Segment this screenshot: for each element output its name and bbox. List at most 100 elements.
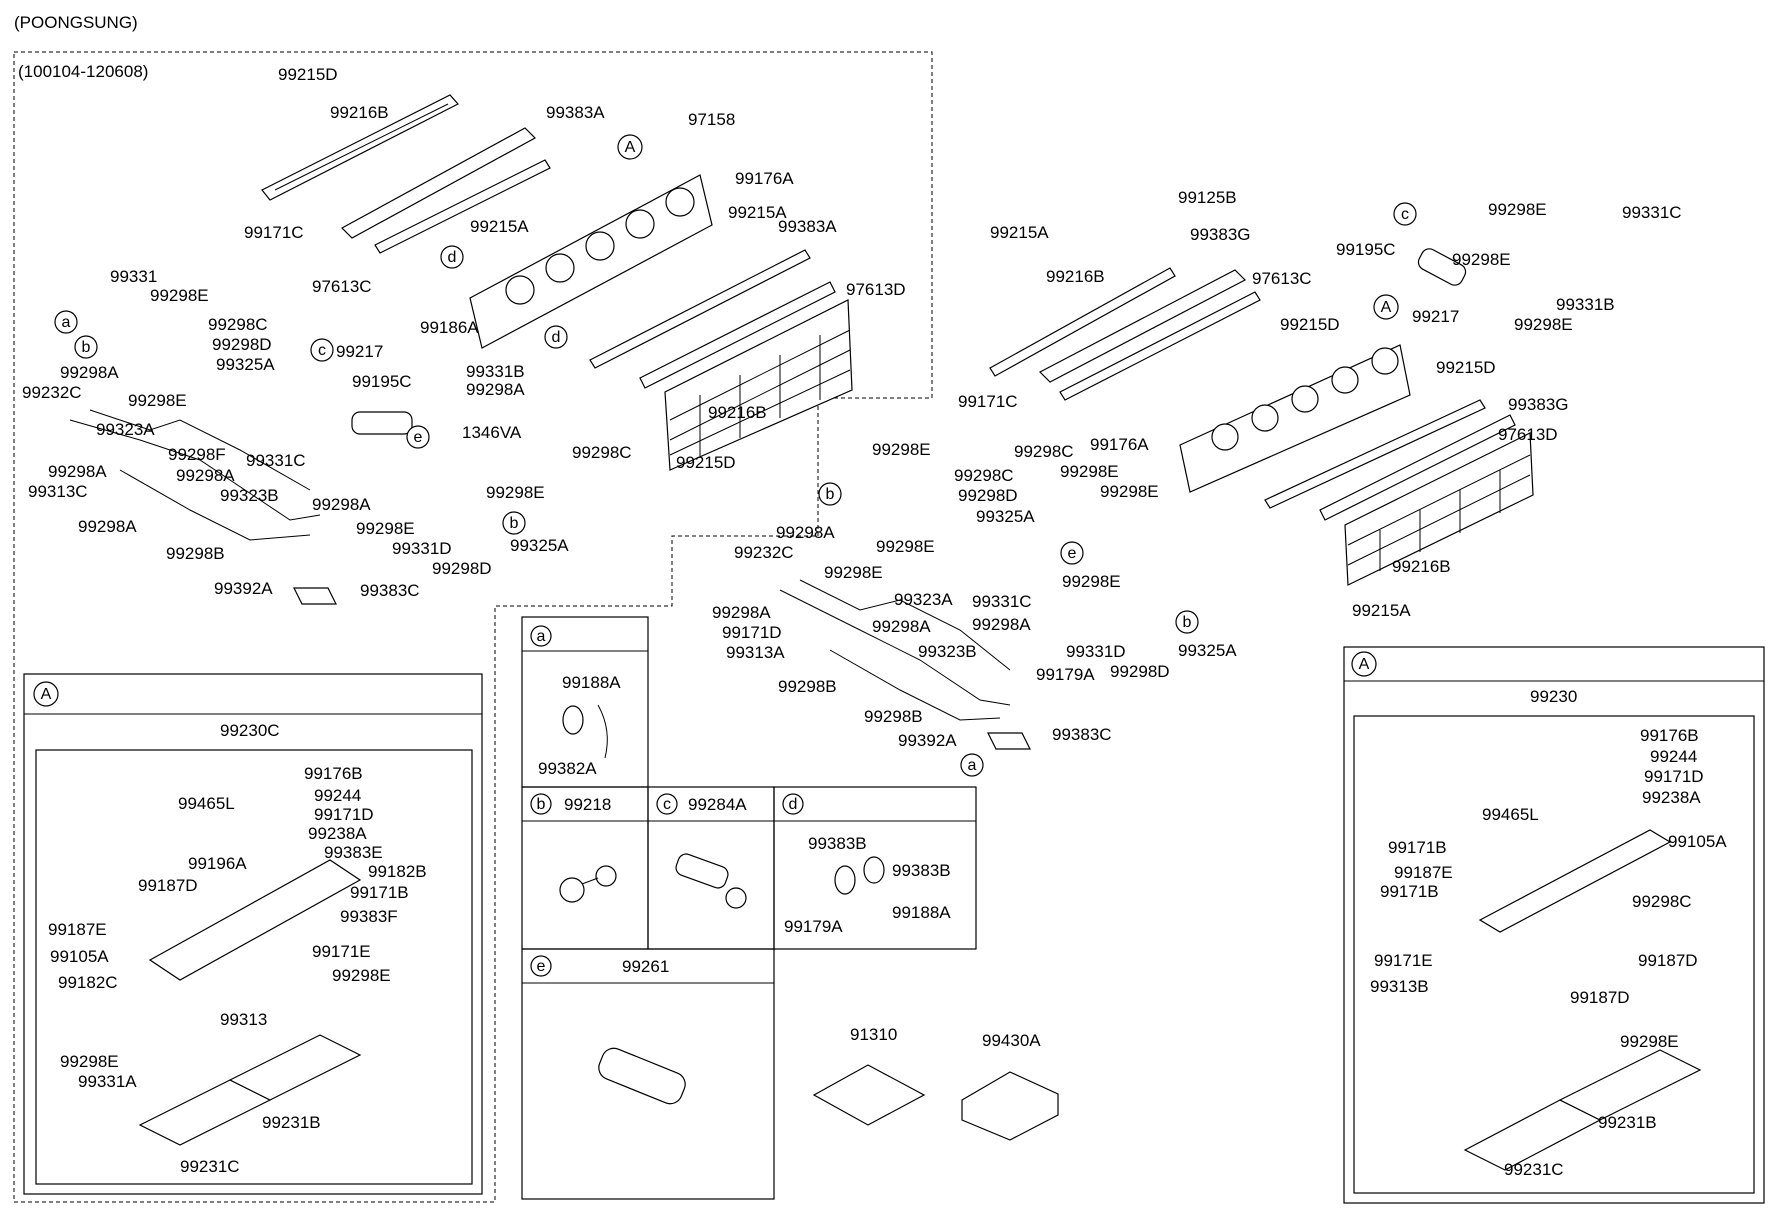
label: 99298D [212,335,272,354]
label: 99298A [972,615,1031,634]
label: 99313 [220,1010,267,1029]
callout-b [1175,610,1199,634]
left-callouts: a b c d d e b A [54,134,643,535]
label: 99383C [360,581,420,600]
right-labels: 99125B 99298E 99331C 99215A 99383G 99195… [712,188,1682,750]
label: 99216B [1046,267,1105,286]
label: 99383G [1508,395,1569,414]
callout-c [310,338,334,362]
label: 99325A [216,355,275,374]
label: 99298E [150,286,209,305]
label: 99216B [708,403,767,422]
label: 99298B [864,707,923,726]
label: 99383A [778,217,837,236]
right-grille [1344,432,1534,586]
label: 99298A [776,523,835,542]
label: 99171E [312,942,371,961]
callout-letter: a [62,314,71,331]
label: 99238A [308,824,367,843]
left-filter-panel [341,127,536,239]
label: 99298E [1488,200,1547,219]
label: 99331A [78,1072,137,1091]
callout-letter: d [552,329,561,346]
detail-box-left-frame [23,673,483,1195]
left-panel-b [589,249,811,369]
callout-b [530,793,552,815]
label: 99392A [214,579,273,598]
left-assembly [69,94,853,605]
label: 99298C [572,443,632,462]
label: 99298B [778,677,837,696]
left-grille [664,299,853,471]
right-filter-panel [1038,269,1247,383]
callout-d [440,245,464,269]
seal-ring [562,705,584,735]
callout-letter: b [510,515,519,532]
callout-b [818,482,842,506]
label: 99383A [546,103,605,122]
fan [1211,423,1239,451]
label: 99187E [1394,863,1453,882]
fan [1291,385,1319,413]
callout-letter: A [1381,299,1392,316]
label: 99215A [990,223,1049,242]
label: 99171D [722,623,782,642]
detail-title: 99230 [1530,687,1577,706]
label: 97158 [688,110,735,129]
callout-e [406,425,430,449]
callout-c [1393,202,1417,226]
label: 99298F [168,445,226,464]
label: 99187D [138,876,198,895]
label: 99186A [420,318,479,337]
label: 99179A [784,917,843,936]
callout-a [960,753,984,777]
variant-boundary [13,51,933,1203]
label: 99298A [48,462,107,481]
callout-letter: A [41,686,52,703]
label: 99298E [1620,1032,1679,1051]
callout-letter: c [1401,206,1409,223]
callout-c [656,793,678,815]
label: 99195C [1336,240,1396,259]
label: 99244 [314,786,361,805]
label: 99231B [1598,1113,1657,1132]
right-panel-b [1264,399,1486,509]
detail-title: 99230C [220,721,280,740]
label: 97613C [1252,269,1312,288]
label: 99331C [1622,203,1682,222]
label: 99215D [1436,358,1496,377]
callout-letter: b [826,486,835,503]
label: 99331B [466,362,525,381]
label: 99313B [1370,977,1429,996]
label: 99176B [1640,726,1699,745]
left-pipe-run-2 [89,409,311,491]
label: 99323A [96,420,155,439]
label: 99298A [312,495,371,514]
label: 99298A [466,380,525,399]
label: 99171B [1380,882,1439,901]
label: 99298E [60,1052,119,1071]
label: 99383E [324,843,383,862]
callout-A [617,134,643,160]
label: 99325A [976,507,1035,526]
label: 99176A [1090,435,1149,454]
left-receiver-drier [351,411,413,435]
label: 99105A [50,947,109,966]
label: 99125B [1178,188,1237,207]
label: 99244 [1650,747,1697,766]
label: 99196A [188,854,247,873]
label: 99298E [1452,250,1511,269]
fan [1251,404,1279,432]
right-seal-99383C [987,732,1031,750]
label: 99298B [166,544,225,563]
label: 99171C [244,223,304,242]
label: 99323B [220,486,279,505]
label: 99298D [432,559,492,578]
label: 99298C [208,315,268,334]
fan [665,187,695,217]
callout-letter: e [537,958,546,975]
label: 99298C [1632,892,1692,911]
right-assembly [779,248,1534,750]
label: 99176B [304,764,363,783]
